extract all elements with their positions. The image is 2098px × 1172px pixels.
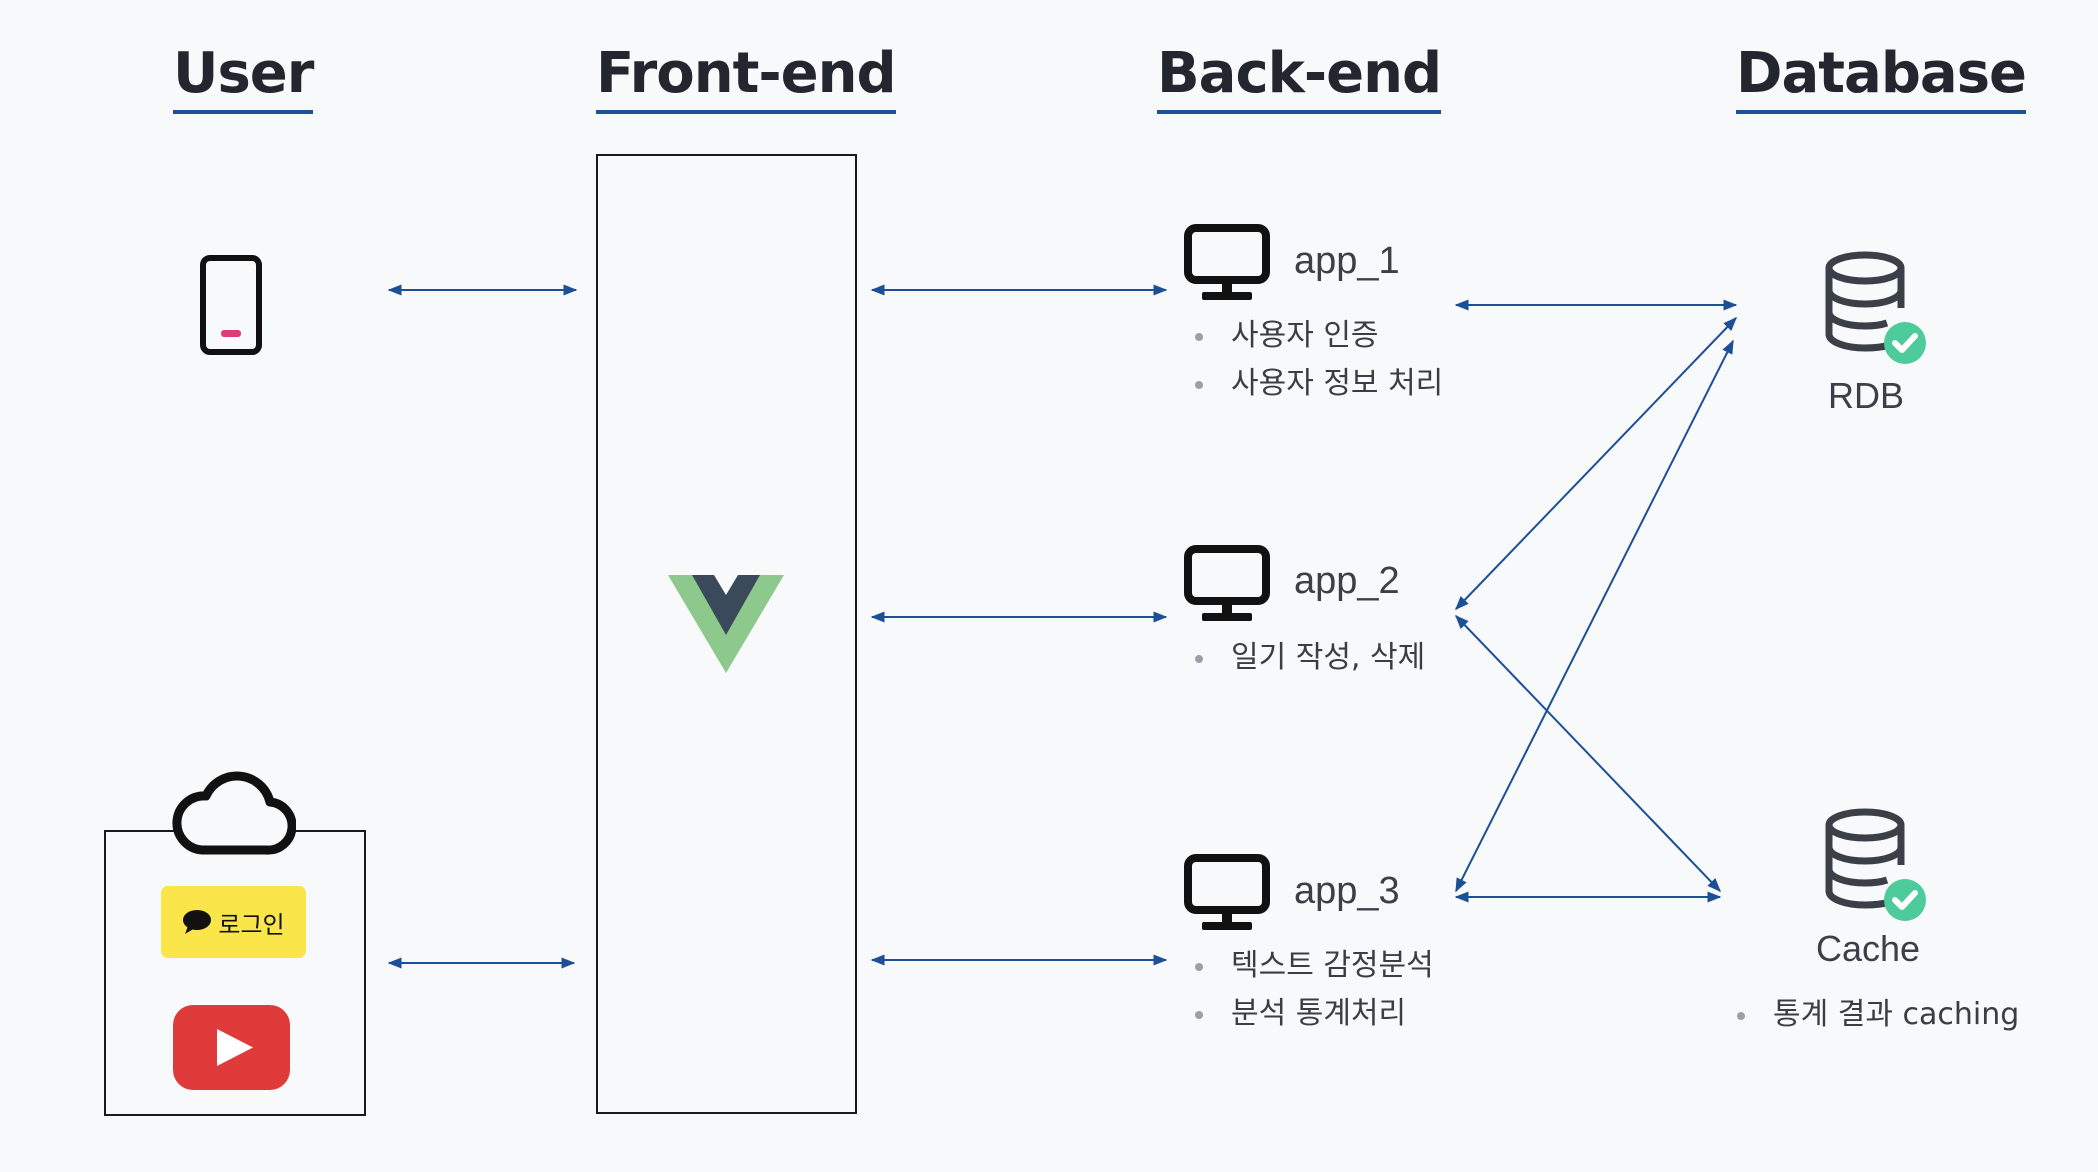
database-check-icon bbox=[1825, 808, 1926, 921]
frontend-column-title: Front-end bbox=[596, 42, 897, 114]
arrow-app2-rdb bbox=[1455, 316, 1737, 611]
monitor-icon bbox=[1184, 545, 1270, 621]
frontend-box bbox=[596, 154, 857, 1114]
list-item: 분석 통계처리 bbox=[1195, 990, 1434, 1038]
rdb-label: RDB bbox=[1827, 375, 1904, 416]
kakao-login-button[interactable]: 로그인 bbox=[161, 886, 306, 958]
user-column-title: User bbox=[173, 42, 314, 114]
list-item: 통계 결과 caching bbox=[1737, 991, 2019, 1039]
app-3-label: app_3 bbox=[1294, 870, 1400, 912]
database-column-title: Database bbox=[1736, 42, 2027, 114]
arrow-app2-cache bbox=[1455, 614, 1721, 893]
smartphone-icon bbox=[200, 255, 262, 355]
youtube-play-icon[interactable] bbox=[173, 1005, 290, 1090]
speech-bubble-icon bbox=[183, 910, 212, 934]
database-check-icon bbox=[1825, 251, 1926, 364]
monitor-icon bbox=[1184, 854, 1270, 930]
vue-logo-icon bbox=[668, 575, 784, 673]
list-item: 일기 작성, 삭제 bbox=[1195, 634, 1425, 682]
app-1-task-list: 사용자 인증 사용자 정보 처리 bbox=[1195, 312, 1443, 408]
backend-column-title: Back-end bbox=[1157, 42, 1442, 114]
list-item: 사용자 정보 처리 bbox=[1195, 360, 1443, 408]
arrow-app3-rdb bbox=[1455, 339, 1734, 893]
app-2-label: app_2 bbox=[1294, 560, 1400, 602]
list-item: 사용자 인증 bbox=[1195, 312, 1443, 360]
monitor-icon bbox=[1184, 224, 1270, 300]
cloud-icon bbox=[172, 771, 296, 855]
list-item: 텍스트 감정분석 bbox=[1195, 942, 1434, 990]
cache-task-list: 통계 결과 caching bbox=[1737, 991, 2019, 1039]
app-1-label: app_1 bbox=[1294, 240, 1400, 282]
app-3-task-list: 텍스트 감정분석 분석 통계처리 bbox=[1195, 942, 1434, 1038]
app-2-task-list: 일기 작성, 삭제 bbox=[1195, 634, 1425, 682]
cache-label: Cache bbox=[1815, 928, 1921, 969]
kakao-login-label: 로그인 bbox=[218, 910, 285, 939]
